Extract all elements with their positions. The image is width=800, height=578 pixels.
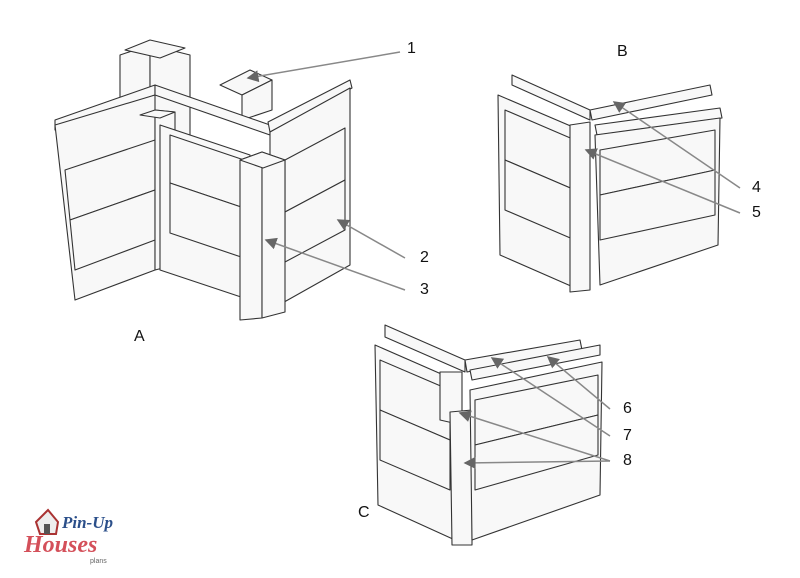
view-c-drawing bbox=[374, 324, 603, 546]
callout-lines bbox=[246, 51, 741, 469]
view-label-c: C bbox=[358, 504, 370, 521]
callout-3: 3 bbox=[420, 281, 429, 298]
svg-text:Houses: Houses bbox=[23, 532, 97, 558]
callout-8: 8 bbox=[623, 452, 632, 469]
view-label-b: B bbox=[617, 43, 628, 60]
view-label-a: A bbox=[134, 328, 145, 345]
callout-2: 2 bbox=[420, 249, 429, 266]
callout-5: 5 bbox=[752, 204, 761, 221]
view-a-drawing bbox=[54, 39, 353, 321]
view-b-drawing bbox=[497, 74, 723, 293]
callout-1: 1 bbox=[407, 40, 416, 57]
svg-text:plans: plans bbox=[90, 558, 107, 565]
callout-6: 6 bbox=[623, 400, 632, 417]
house-icon: Pin-Up Houses plans bbox=[23, 508, 113, 565]
callout-7: 7 bbox=[623, 427, 632, 444]
pin-up-houses-logo: Pin-Up Houses plans bbox=[10, 508, 130, 568]
svg-text:Pin-Up: Pin-Up bbox=[61, 513, 113, 532]
callout-4: 4 bbox=[752, 179, 761, 196]
